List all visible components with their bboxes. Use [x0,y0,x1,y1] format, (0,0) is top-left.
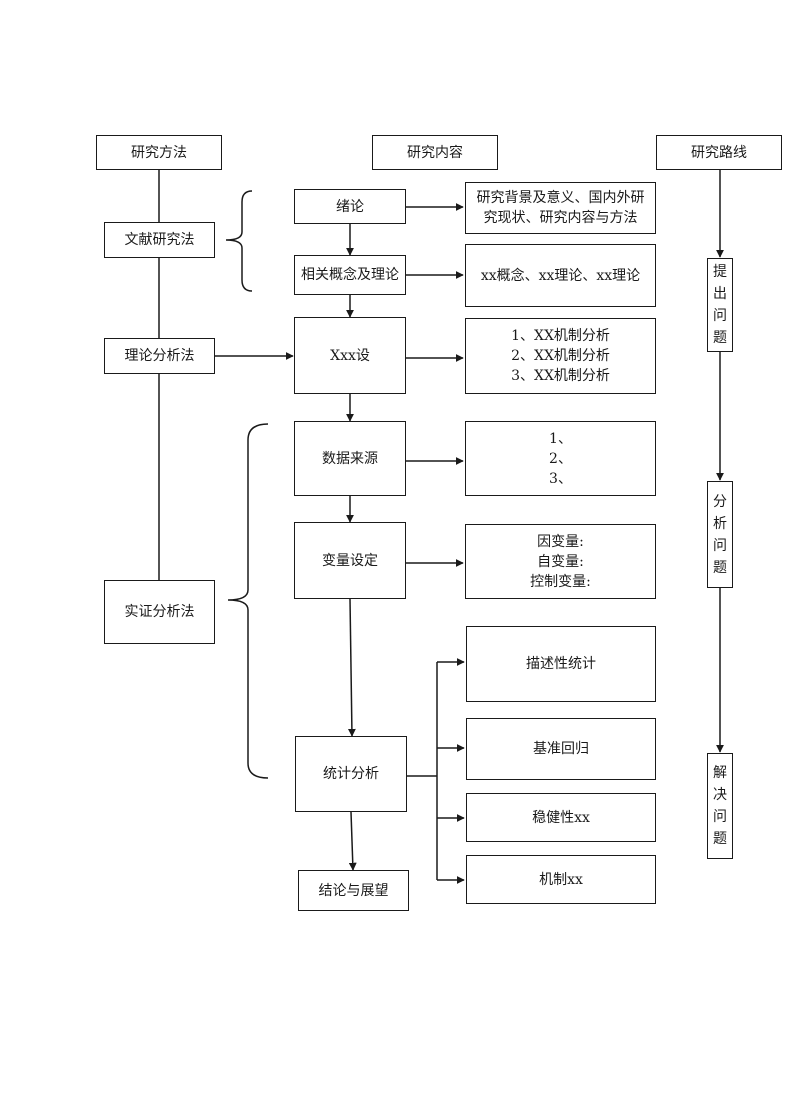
content-concepts: 相关概念及理论 [294,255,406,295]
detail-background-line: 究现状、研究内容与方法 [483,210,638,226]
route-raise-char: 题 [713,330,727,346]
detail-variables: 因变量: 自变量: 控制变量: [465,524,656,599]
content-data-source: 数据来源 [294,421,406,496]
detail-descriptive-stats-label: 描述性统计 [526,656,596,672]
detail-variable-line: 因变量: [537,533,584,550]
route-solve-problem: 解 决 问 题 [707,753,733,859]
method-empirical-label: 实证分析法 [124,604,195,620]
detail-mechanisms: 1、XX机制分析 2、XX机制分析 3、XX机制分析 [465,318,656,394]
detail-robustness: 稳健性xx [466,793,656,842]
route-analyze-char: 析 [713,515,727,532]
route-raise-char: 出 [713,286,727,302]
content-intro: 绪论 [294,189,406,224]
detail-variable-line: 自变量: [537,553,584,570]
method-literature: 文献研究法 [104,222,215,258]
content-hypothesis: Xxx设 [294,317,406,394]
content-data-source-label: 数据来源 [322,450,378,467]
detail-mechanism-line: 2、XX机制分析 [511,348,610,364]
detail-descriptive-stats: 描述性统计 [466,626,656,702]
content-conclusion: 结论与展望 [298,870,409,911]
content-variables: 变量设定 [294,522,406,599]
content-statistics: 统计分析 [295,736,407,812]
detail-mechanism-line: 3、XX机制分析 [511,368,610,384]
detail-background-line: 研究背景及意义、国内外研 [476,190,645,206]
content-statistics-label: 统计分析 [323,766,379,782]
content-hypothesis-label: Xxx设 [330,347,370,364]
detail-mechanism-label: 机制xx [539,871,583,888]
route-raise-char: 问 [713,308,727,324]
detail-mechanism-line: 1、XX机制分析 [511,328,610,344]
route-solve-char: 题 [713,831,727,847]
route-analyze-problem: 分 析 问 题 [707,481,733,588]
header-research-content-label: 研究内容 [407,144,463,161]
header-research-methods-label: 研究方法 [131,144,187,161]
header-research-methods: 研究方法 [96,135,222,170]
detail-background: 研究背景及意义、国内外研 究现状、研究内容与方法 [465,182,656,234]
route-analyze-char: 分 [713,493,727,510]
route-solve-char: 问 [713,809,727,825]
route-analyze-char: 题 [713,559,727,576]
route-raise-char: 提 [713,264,727,280]
detail-source-line: 2、 [549,450,572,467]
detail-mechanism: 机制xx [466,855,656,904]
route-solve-char: 决 [713,787,727,803]
detail-theories-label: xx概念、xx理论、xx理论 [480,267,641,284]
route-solve-char: 解 [713,765,727,781]
method-empirical: 实证分析法 [104,580,215,644]
header-research-route: 研究路线 [656,135,782,170]
detail-sources: 1、 2、 3、 [465,421,656,496]
method-literature-label: 文献研究法 [124,232,195,248]
method-theory: 理论分析法 [104,338,215,374]
method-theory-label: 理论分析法 [124,348,195,364]
route-raise-problem: 提 出 问 题 [707,258,733,352]
detail-robustness-label: 稳健性xx [532,809,590,826]
content-variables-label: 变量设定 [322,552,378,569]
detail-variable-line: 控制变量: [530,573,591,590]
route-analyze-char: 问 [713,537,727,554]
header-research-content: 研究内容 [372,135,498,170]
content-conclusion-label: 结论与展望 [318,882,389,899]
detail-baseline-regression: 基准回归 [466,718,656,780]
content-intro-label: 绪论 [336,198,364,215]
header-research-route-label: 研究路线 [691,144,747,161]
content-concepts-label: 相关概念及理论 [301,267,399,283]
detail-baseline-regression-label: 基准回归 [533,741,589,757]
detail-theories: xx概念、xx理论、xx理论 [465,244,656,307]
detail-source-line: 3、 [549,470,572,487]
detail-source-line: 1、 [549,430,572,447]
